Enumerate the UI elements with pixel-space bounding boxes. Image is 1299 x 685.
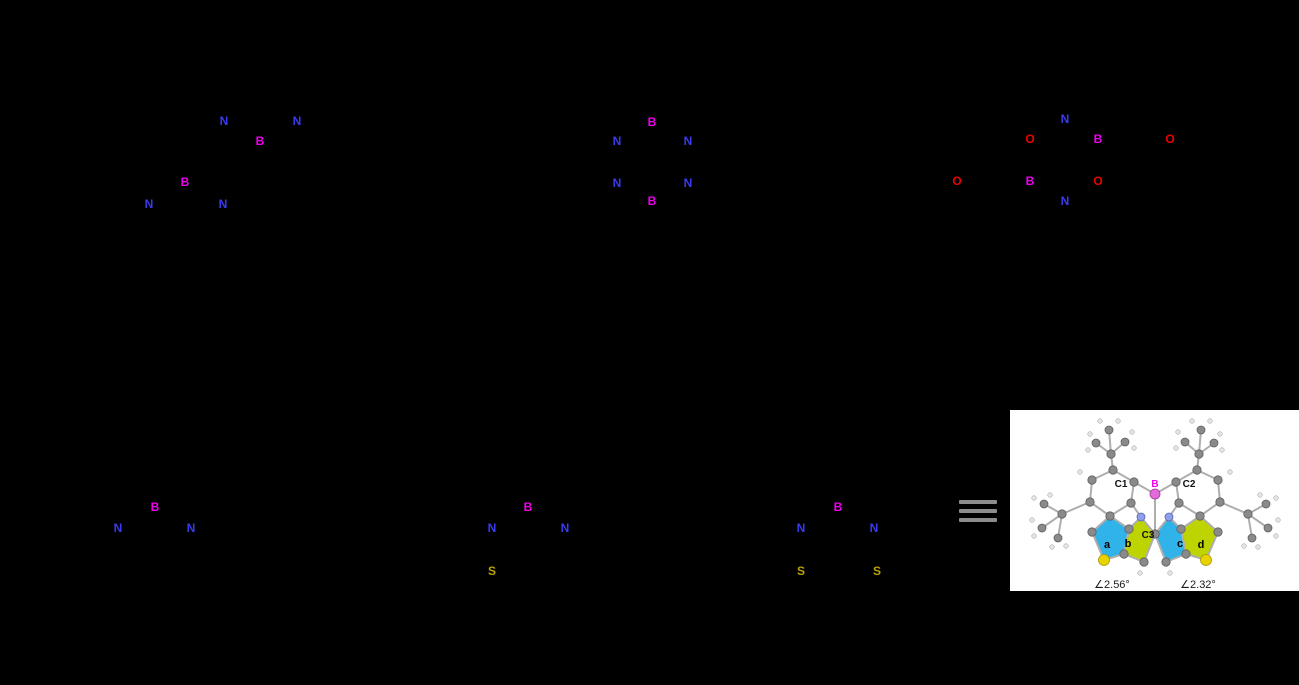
- atom-label-B: B: [523, 500, 533, 514]
- label-ring-b: b: [1125, 538, 1132, 550]
- atom-label-N: N: [612, 176, 622, 190]
- nitrogen-atom: [1164, 512, 1174, 522]
- atom-label-B: B: [1093, 132, 1103, 146]
- ring-d-highlight: [1181, 516, 1218, 560]
- atom-label-N: N: [683, 134, 693, 148]
- ring-a-highlight: [1092, 516, 1129, 560]
- nitrogen-atom: [1136, 512, 1146, 522]
- atom-label-O: O: [1025, 132, 1035, 146]
- atom-label-N: N: [1060, 194, 1070, 208]
- atom-label-B: B: [150, 500, 160, 514]
- label-ring-c: c: [1177, 538, 1183, 550]
- crystal-structure-panel: B C1 C2 C3 a b c d ∠2.56° ∠2.32°: [1010, 410, 1299, 591]
- carbon-atoms: [1037, 425, 1273, 567]
- label-ring-d: d: [1198, 539, 1205, 551]
- atom-label-N: N: [292, 114, 302, 128]
- atom-label-S: S: [872, 564, 882, 578]
- atom-label-S: S: [796, 564, 806, 578]
- atom-label-N: N: [113, 521, 123, 535]
- atom-label-N: N: [186, 521, 196, 535]
- atom-label-O: O: [1165, 132, 1175, 146]
- sulfur-atom: [1098, 554, 1110, 566]
- crystal-labels: B C1 C2 C3 a b c d ∠2.56° ∠2.32°: [1094, 479, 1216, 591]
- angle-right-label: ∠2.32°: [1180, 579, 1216, 591]
- atom-label-O: O: [952, 174, 962, 188]
- atom-label-N: N: [612, 134, 622, 148]
- atom-label-B: B: [647, 194, 657, 208]
- heteroatoms: [1098, 488, 1212, 566]
- atom-label-S: S: [487, 564, 497, 578]
- atom-label-N: N: [487, 521, 497, 535]
- crystal-structure-drawing: B C1 C2 C3 a b c d ∠2.56° ∠2.32°: [1029, 418, 1281, 591]
- label-boron: B: [1151, 479, 1158, 490]
- atom-label-B: B: [833, 500, 843, 514]
- label-c2: C2: [1183, 479, 1196, 490]
- atom-label-N: N: [869, 521, 879, 535]
- atom-label-N: N: [796, 521, 806, 535]
- atom-label-B: B: [647, 115, 657, 129]
- atom-label-O: O: [1093, 174, 1103, 188]
- atom-label-N: N: [560, 521, 570, 535]
- atom-label-N: N: [144, 197, 154, 211]
- boron-atom: [1149, 488, 1161, 500]
- label-c1: C1: [1115, 479, 1128, 490]
- label-c3: C3: [1142, 530, 1155, 541]
- atom-label-N: N: [1060, 112, 1070, 126]
- label-ring-a: a: [1104, 539, 1111, 551]
- atom-label-N: N: [683, 176, 693, 190]
- hydrogen-atoms: [1029, 418, 1281, 576]
- sulfur-atom: [1200, 554, 1212, 566]
- atom-label-B: B: [180, 175, 190, 189]
- equivalence-icon: [959, 500, 997, 522]
- angle-left-label: ∠2.56°: [1094, 579, 1130, 591]
- atom-label-B: B: [1025, 174, 1035, 188]
- atom-label-N: N: [218, 197, 228, 211]
- atom-label-B: B: [255, 134, 265, 148]
- atom-label-N: N: [219, 114, 229, 128]
